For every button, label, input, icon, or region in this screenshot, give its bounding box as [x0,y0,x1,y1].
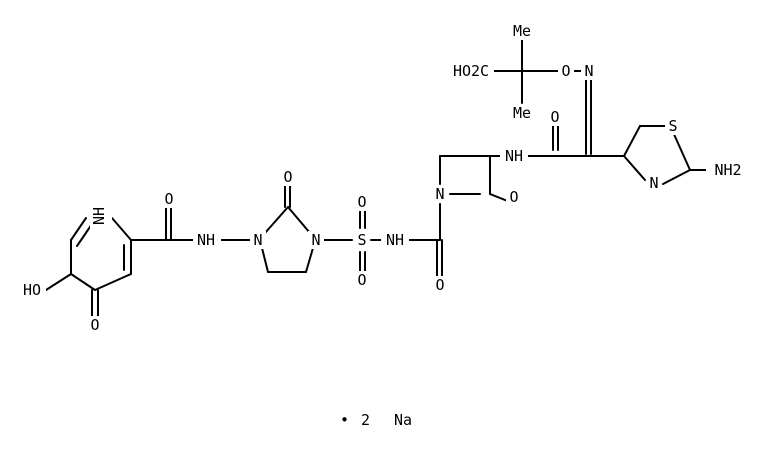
atom-o-lactam: O [506,188,522,206]
bond [76,223,93,247]
atom-label: N [253,231,262,249]
bond [94,273,132,291]
atom-ho2c: HO2C [448,62,494,80]
atom-label: O [357,193,366,211]
atom-me-top: Me [508,22,536,40]
bond [264,206,289,234]
atom-label: NH [505,147,523,165]
atom-n-imid-right: N [308,231,324,249]
bond [261,247,269,273]
atom-label: O [561,62,570,80]
atom-label: O [283,168,292,186]
atom-n-lactam: N [432,185,448,203]
bond [623,155,646,181]
counter-ion: • 2 Na [340,411,412,429]
atom-label: N [435,185,444,203]
atom-label: N [311,231,320,249]
atom-label: O [509,188,518,206]
atom-label: NH2 [714,161,741,179]
atom-n-oxime: N [581,62,597,80]
atom-label: O [90,316,99,334]
atom-o-sulfonyl-bottom: O [354,271,370,289]
atom-label: S [357,231,366,249]
atoms: Me Me HO2C O N [18,22,750,334]
atom-amino: NH2 [706,161,750,179]
atom-label: HO [23,281,41,299]
atom-label: NH [90,207,108,225]
atom-nh-amide-side: NH [500,147,528,165]
atom-nh-sulfonyl: NH [381,231,409,249]
atom-label: O [550,108,559,126]
atom-label: O [357,271,366,289]
bond [287,206,311,234]
atom-o-pyridone-amide: O [161,190,177,208]
atom-label: N [584,62,593,80]
atom-o-ether: O [558,62,574,80]
salt-element: Na [394,411,412,429]
atom-s-thiazole: S [665,117,681,135]
atom-o-imid: O [280,168,296,186]
bond [45,273,72,291]
atom-nh-hydrazide: NH [193,231,221,249]
atom-n-imid-left: N [250,231,266,249]
atom-ho-pyridone: HO [18,281,46,299]
atom-o-urea-carbonyl: O [432,276,448,294]
salt-count: 2 [361,411,370,429]
atom-label: Me [513,104,531,122]
atom-label: NH [386,231,404,249]
atom-label: HO2C [453,62,489,80]
bond [111,217,132,241]
atom-o-sulfonyl-top: O [354,193,370,211]
bond [662,169,691,185]
salt-dot: • [340,411,349,429]
bonds [45,38,707,317]
atom-s-sulfonyl: S [354,231,370,249]
atom-label: NH [197,231,215,249]
atom-n-thiazole: N [646,174,662,192]
atom-label: Me [513,22,531,40]
atom-o-pyridone: O [87,316,103,334]
atom-nh-pyridone: NH [90,202,112,230]
bond [70,273,96,291]
bond [623,125,641,157]
atom-label: N [649,174,658,192]
bond [305,247,314,273]
bond [70,217,87,241]
atom-label: O [435,276,444,294]
atom-o-amide-side: O [547,108,563,126]
bond [672,131,691,171]
atom-label: S [668,117,677,135]
atom-label: O [164,190,173,208]
atom-me-bottom: Me [508,104,536,122]
